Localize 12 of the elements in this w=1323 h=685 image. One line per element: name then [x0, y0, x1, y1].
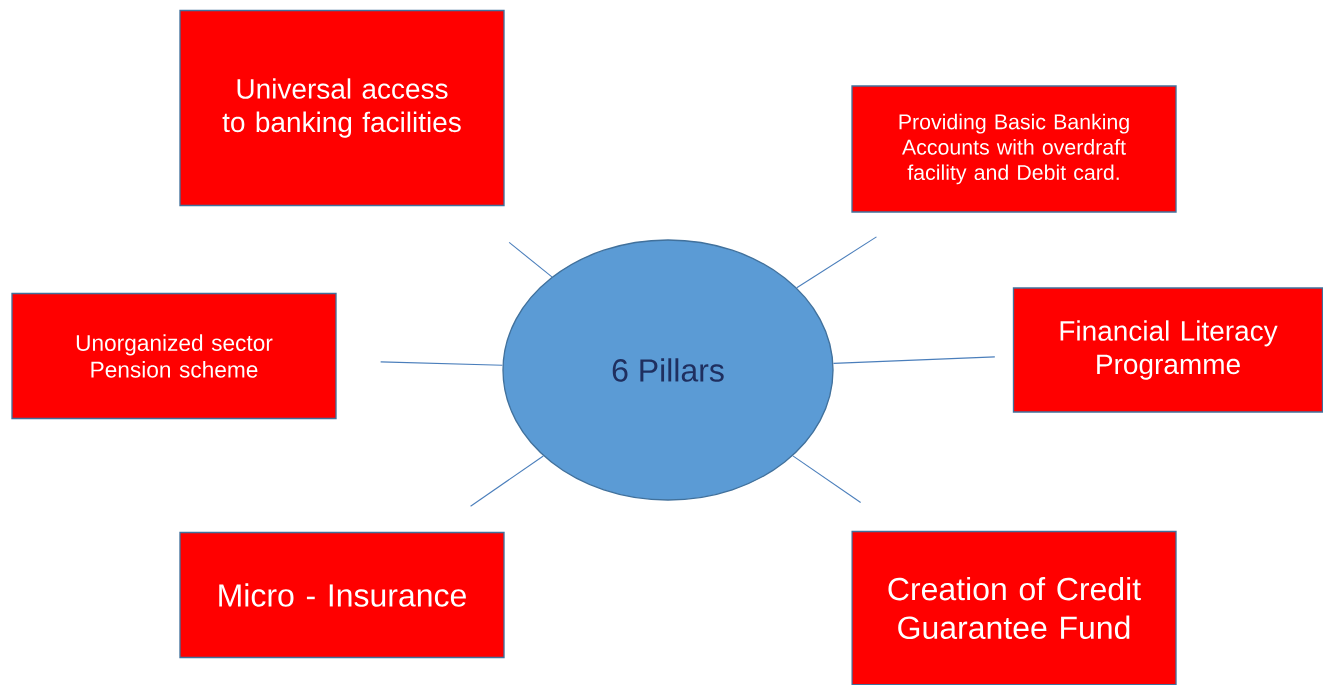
- connector-line: [380, 361, 503, 366]
- connector-line: [508, 241, 553, 278]
- connector-line: [796, 236, 877, 289]
- connector-line: [792, 455, 862, 503]
- text-box: Universal access to banking facilities: [179, 9, 505, 207]
- text-box: Unorganized sector Pension scheme: [11, 292, 337, 420]
- text-box: Micro - Insurance: [179, 531, 505, 659]
- text-box: Providing Basic Banking Accounts with overdraft facility and Debit card.: [851, 85, 1177, 213]
- text-box: Creation of Credit Guarantee Fund: [851, 530, 1177, 685]
- connector-line: [470, 455, 544, 507]
- text-box: Financial Literacy Programme: [1012, 287, 1323, 413]
- connector-line: [832, 356, 996, 364]
